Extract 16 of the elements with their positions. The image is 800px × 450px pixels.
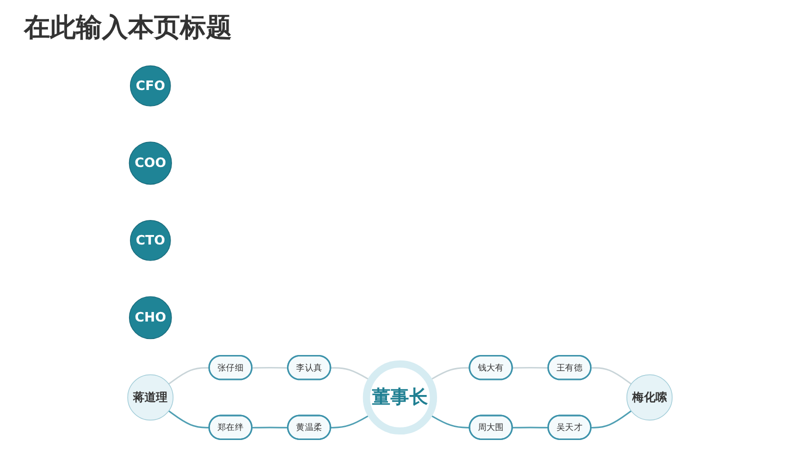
connector: [512, 426, 549, 428]
page-title: 在此输入本页标题: [24, 12, 232, 45]
node-circle: CTO: [130, 220, 171, 261]
node-circle: 董事长: [362, 360, 438, 435]
node-circle: 蒋道理: [127, 374, 174, 420]
node-circle: CHO: [128, 296, 172, 340]
connector: [512, 366, 549, 369]
connector: [168, 410, 210, 428]
node-circle: CFO: [130, 65, 171, 106]
node-circle: COO: [128, 142, 172, 185]
connector: [252, 426, 288, 428]
node-circle: 梅化嗦: [626, 374, 673, 420]
connector: [252, 366, 288, 369]
connector: [168, 367, 210, 385]
connector: [591, 410, 632, 428]
connector: [591, 367, 632, 385]
